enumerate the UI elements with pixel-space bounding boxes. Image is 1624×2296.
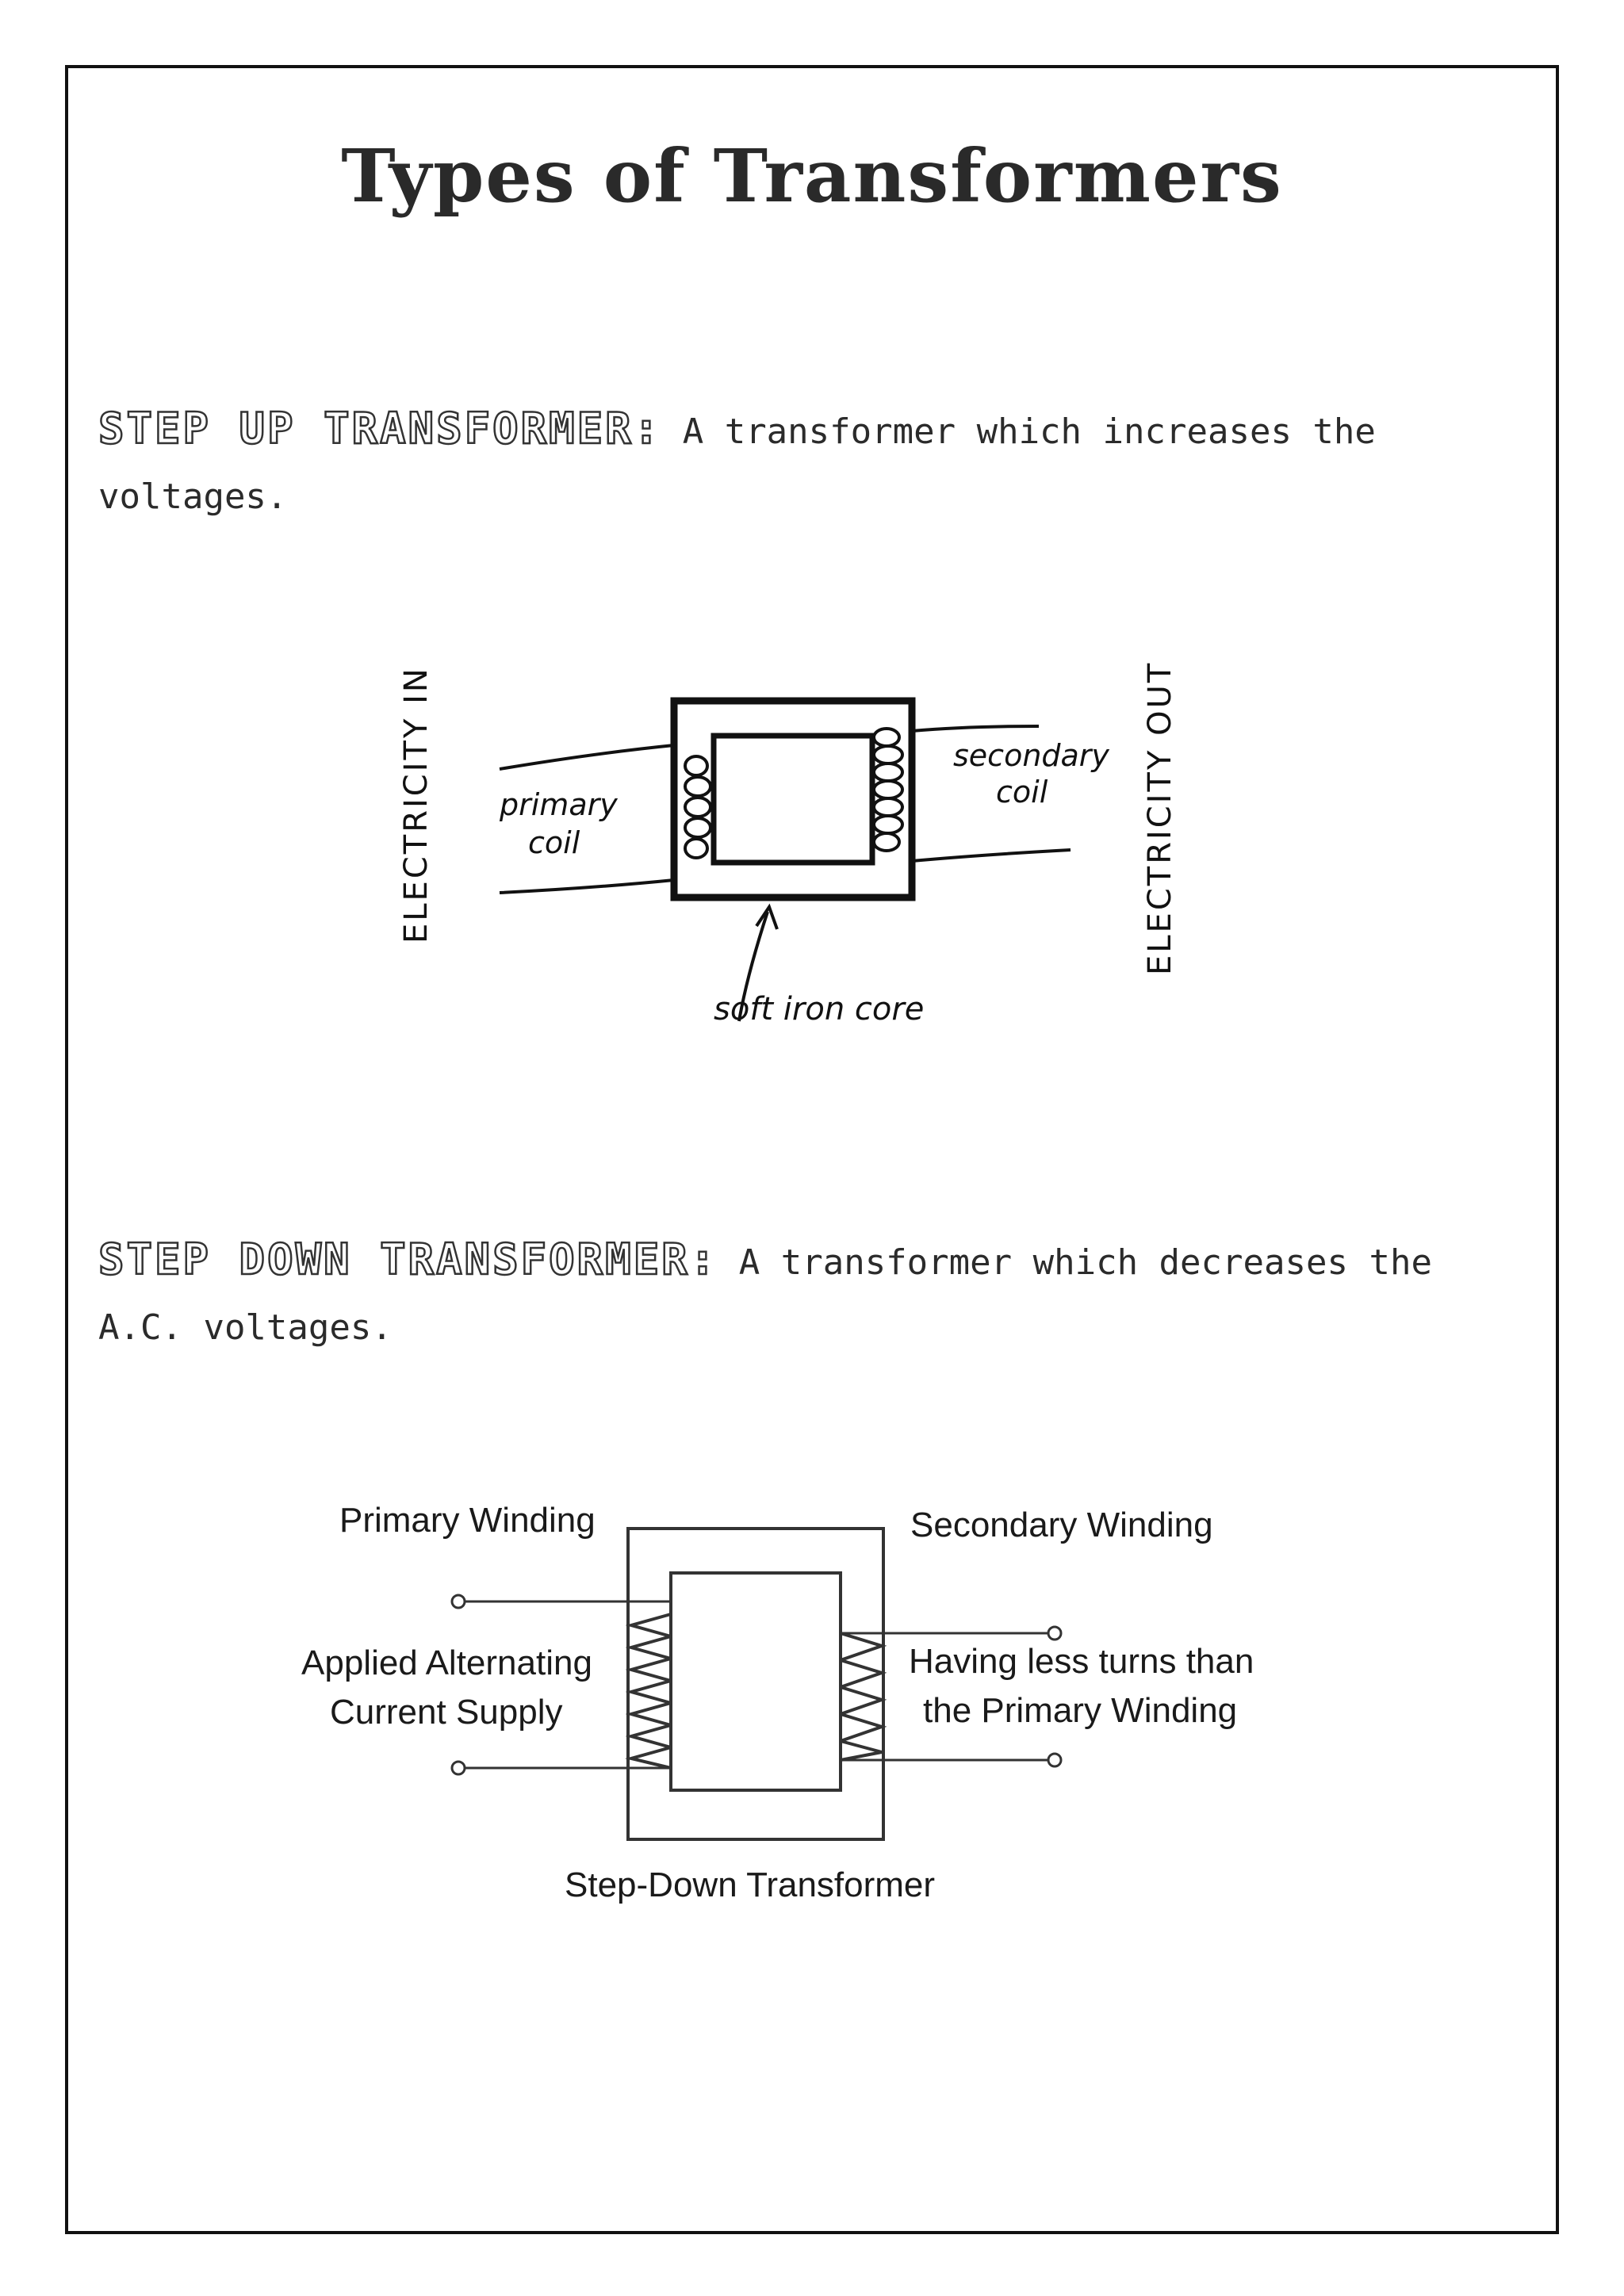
electricity-in-label: ELECTRICITY IN — [398, 666, 435, 943]
step-up-diagram: ELECTRICITY IN ELECTRICITY OUT primary c… — [398, 661, 1178, 1027]
primary-coil-label-line1: primary — [499, 787, 618, 822]
applied-supply-label-line2: Current Supply — [330, 1693, 562, 1732]
soft-iron-core-label: soft iron core — [714, 991, 924, 1027]
secondary-terminal-top — [1047, 1625, 1063, 1641]
step-up-description: A transformer which increases the voltag… — [98, 411, 1376, 517]
primary-winding-label: Primary Winding — [339, 1501, 596, 1540]
secondary-terminal-bottom — [1047, 1752, 1063, 1768]
step-down-definition: STEP DOWN TRANSFORMER: A transformer whi… — [98, 1227, 1526, 1360]
step-up-core-arrowhead — [755, 903, 779, 930]
step-up-input-wire-bottom — [499, 878, 675, 894]
step-up-output-wire-bottom — [911, 848, 1071, 863]
step-down-diagram: Primary Winding Secondary Winding Applie… — [301, 1501, 1254, 1904]
less-turns-label-line2: the Primary Winding — [923, 1691, 1237, 1730]
step-up-output-wire-top — [911, 725, 1040, 733]
primary-terminal-top — [450, 1594, 466, 1609]
step-up-definition: STEP UP TRANSFORMER: A transformer which… — [98, 396, 1526, 530]
electricity-out-label: ELECTRICITY OUT — [1142, 661, 1178, 975]
step-down-core-outer — [626, 1527, 885, 1841]
secondary-coil-label-line2: coil — [996, 775, 1048, 809]
step-up-primary-coil — [684, 755, 712, 859]
step-up-core-outer — [670, 697, 916, 901]
step-up-input-wire-top — [499, 744, 675, 771]
primary-winding-coil — [625, 1613, 672, 1770]
applied-supply-label-line1: Applied Alternating — [301, 1644, 592, 1682]
secondary-winding-label: Secondary Winding — [910, 1506, 1213, 1544]
step-down-term: STEP DOWN TRANSFORMER: — [98, 1234, 718, 1286]
step-up-core-inner — [710, 733, 875, 866]
secondary-coil-label-line1: secondary — [953, 738, 1109, 773]
step-down-description: A transformer which decreases the A.C. v… — [98, 1242, 1432, 1348]
less-turns-label-line1: Having less turns than — [909, 1642, 1254, 1681]
primary-coil-label-line2: coil — [528, 825, 580, 860]
step-down-caption: Step-Down Transformer — [565, 1866, 935, 1904]
page-title: Types of Transformers — [341, 133, 1283, 219]
primary-terminal-bottom — [450, 1760, 466, 1776]
step-up-secondary-coil — [872, 727, 904, 852]
step-up-core-arrow — [737, 911, 769, 1022]
secondary-winding-coil — [840, 1632, 887, 1762]
page-border — [65, 65, 1559, 2234]
step-down-core-inner — [669, 1571, 842, 1792]
step-up-term: STEP UP TRANSFORMER: — [98, 403, 662, 455]
